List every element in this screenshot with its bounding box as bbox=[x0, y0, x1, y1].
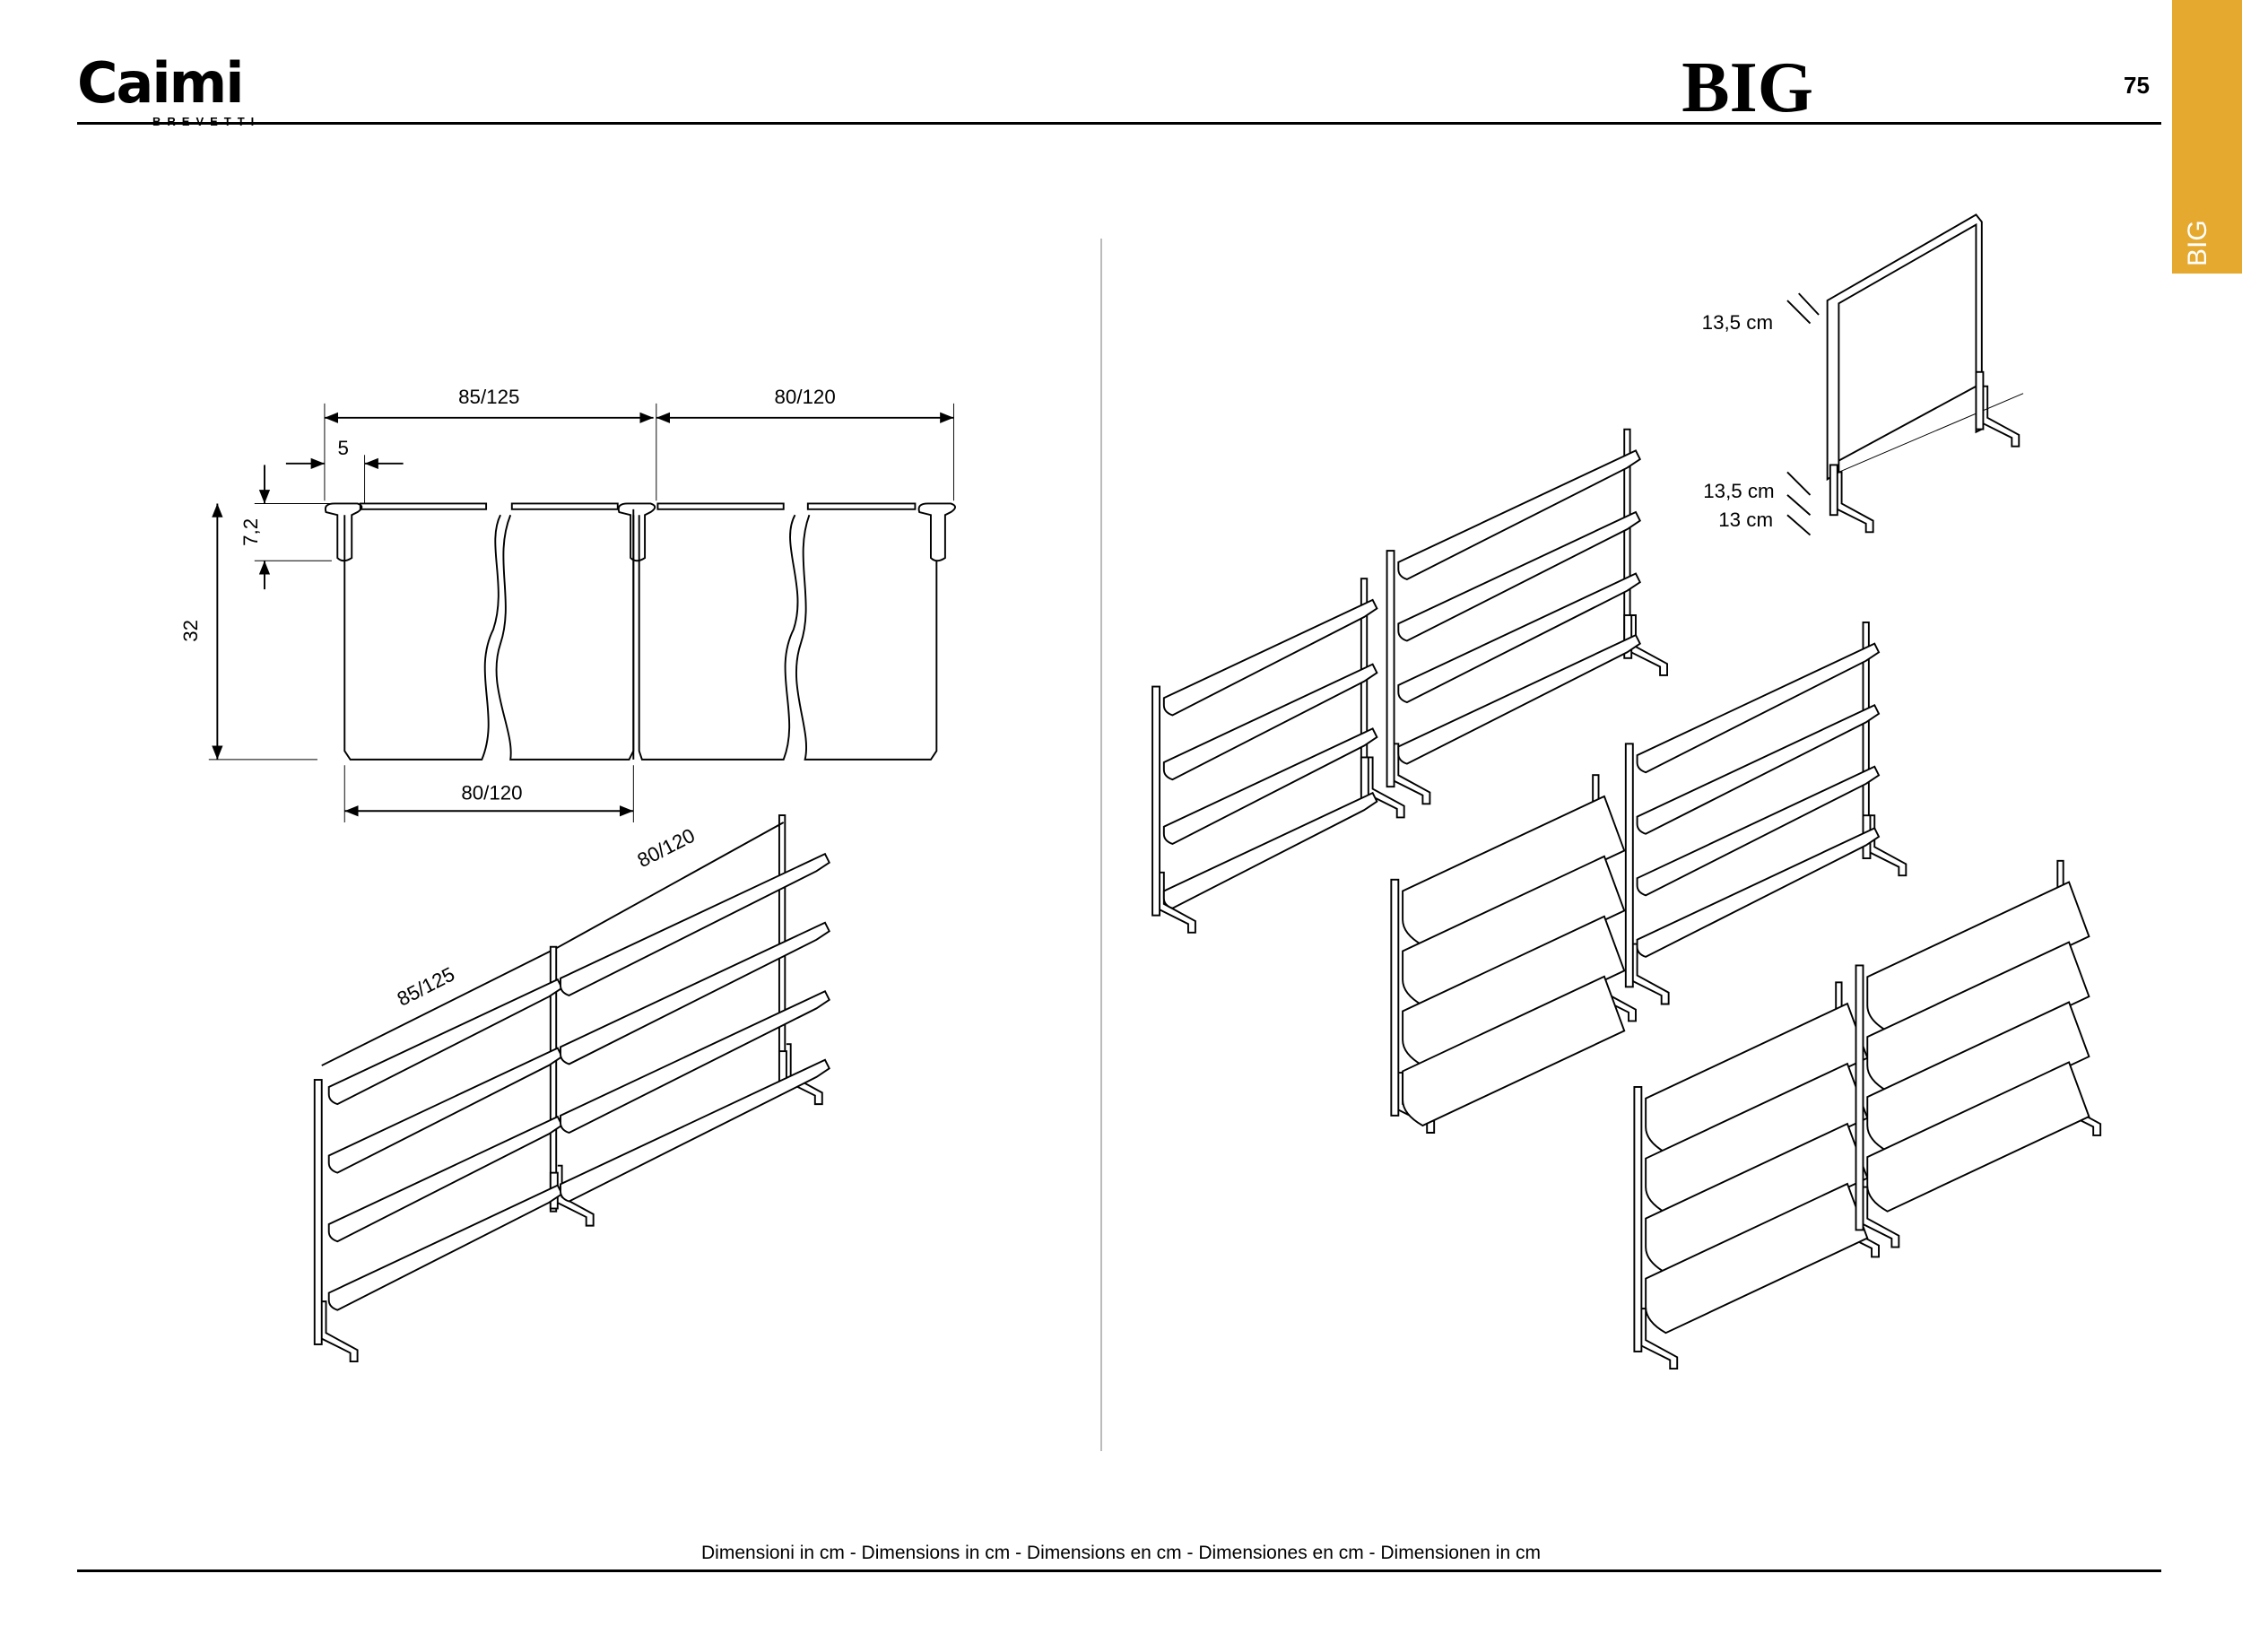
foot bbox=[1640, 1308, 1679, 1370]
foot bbox=[1982, 385, 2020, 448]
top-rail bbox=[555, 822, 785, 950]
shelf bbox=[327, 1115, 563, 1243]
frame-bar bbox=[1838, 385, 1977, 462]
dimension-tick bbox=[1786, 494, 1812, 516]
dimension-tick bbox=[1786, 300, 1812, 325]
upright bbox=[1390, 878, 1400, 1117]
upright bbox=[549, 945, 558, 1213]
column-divider bbox=[1100, 239, 1102, 1451]
shelf bbox=[560, 852, 830, 996]
foot bbox=[557, 1164, 595, 1227]
foot bbox=[1870, 814, 1907, 877]
shelf bbox=[1397, 510, 1641, 642]
dim-hook-width: 5 bbox=[337, 437, 348, 459]
shelf bbox=[1636, 642, 1881, 774]
brand-logo: Caimi BREVETTI bbox=[77, 50, 254, 129]
frame bbox=[1826, 213, 1983, 482]
upright bbox=[1633, 1086, 1643, 1352]
shelf bbox=[560, 921, 830, 1065]
upright bbox=[1386, 550, 1395, 788]
dim-top-a: 85/125 bbox=[458, 386, 519, 408]
shelf bbox=[1162, 598, 1378, 717]
dim-top-b: 80/120 bbox=[775, 386, 836, 408]
top-rail bbox=[321, 950, 552, 1066]
shelf bbox=[1397, 449, 1641, 581]
magazine-panel bbox=[1645, 1182, 1869, 1335]
dim-iso-a: 85/125 bbox=[394, 962, 458, 1010]
dim-frame-1: 13,5 cm bbox=[1702, 311, 1773, 334]
foot bbox=[1630, 614, 1669, 676]
shelf bbox=[327, 1184, 563, 1311]
shelf bbox=[560, 1058, 830, 1203]
footer-divider bbox=[77, 1569, 2161, 1572]
shelf bbox=[327, 978, 563, 1106]
upright bbox=[1975, 370, 1985, 430]
dimension-tick bbox=[1786, 514, 1812, 536]
foot bbox=[1837, 471, 1874, 534]
upright bbox=[1151, 685, 1161, 917]
header-divider bbox=[77, 122, 2161, 125]
shelf bbox=[1636, 765, 1881, 897]
shelf bbox=[560, 989, 830, 1135]
dim-height: 32 bbox=[179, 620, 202, 642]
dim-iso-b: 80/120 bbox=[634, 824, 699, 872]
section-drawing bbox=[208, 403, 956, 823]
foot bbox=[321, 1300, 359, 1363]
shelf bbox=[1162, 791, 1378, 909]
upright bbox=[313, 1079, 323, 1345]
page-title: BIG bbox=[1682, 48, 1813, 127]
foot bbox=[786, 1043, 823, 1106]
shelf bbox=[327, 1047, 563, 1174]
shelf bbox=[1397, 633, 1641, 765]
footer-note: Dimensioni in cm - Dimensions in cm - Di… bbox=[701, 1543, 1541, 1563]
upright bbox=[1829, 464, 1838, 517]
dim-frame-3: 13 cm bbox=[1718, 509, 1773, 531]
shelf bbox=[1162, 727, 1378, 845]
dim-frame-2: 13,5 cm bbox=[1703, 480, 1774, 502]
dimension-tick bbox=[1798, 292, 1820, 316]
magazine-panel bbox=[1866, 1061, 2090, 1213]
magazine-panel bbox=[1402, 975, 1626, 1127]
brand-name: Caimi bbox=[77, 50, 244, 116]
section-tab[interactable]: BIG bbox=[2172, 0, 2242, 274]
foot bbox=[1863, 1186, 1900, 1248]
page-number: 75 bbox=[2124, 72, 2150, 99]
dim-bottom: 80/120 bbox=[461, 782, 522, 804]
upright bbox=[1624, 743, 1634, 988]
shelf bbox=[1636, 703, 1881, 835]
upright bbox=[1855, 964, 1864, 1231]
shelf bbox=[1397, 572, 1641, 704]
dimension-tick bbox=[1786, 471, 1812, 496]
foot bbox=[1368, 756, 1405, 819]
foot bbox=[1159, 871, 1196, 934]
dim-hook-height: 7,2 bbox=[239, 518, 262, 546]
brand-subtitle: BREVETTI bbox=[152, 115, 260, 128]
shelf bbox=[1162, 663, 1378, 781]
floor-line bbox=[1838, 393, 2024, 473]
shelf bbox=[1636, 827, 1881, 958]
upright bbox=[1360, 756, 1369, 802]
